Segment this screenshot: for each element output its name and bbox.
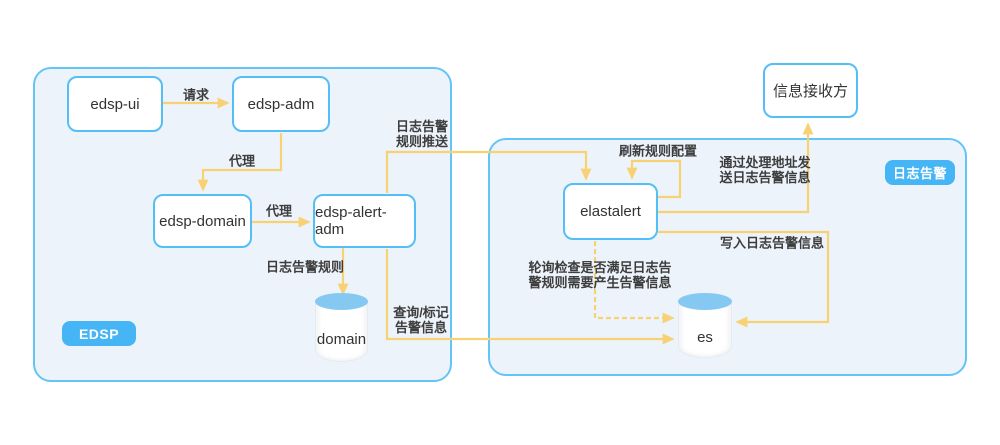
edge-send-alert-arrow xyxy=(658,122,814,214)
edge-label-write-alert: 写入日志告警信息 xyxy=(719,235,825,251)
node-es-database: es xyxy=(678,293,732,358)
edge-proxy-adm-arrow xyxy=(197,133,283,192)
domain-cylinder-top xyxy=(315,293,368,310)
node-edsp-domain: edsp-domain xyxy=(153,194,252,248)
edge-label-refresh-rules: 刷新规则配置 xyxy=(618,143,698,159)
node-edsp-alert-adm-label: edsp-alert-adm xyxy=(315,204,387,238)
node-elastalert-label: elastalert xyxy=(580,203,641,220)
edge-refresh-rules-arrow xyxy=(626,159,682,199)
edge-label-proxy-domain: 代理 xyxy=(265,203,293,219)
node-es-label: es xyxy=(697,329,713,346)
edge-write-alert-arrow xyxy=(658,230,830,328)
node-receiver: 信息接收方 xyxy=(763,63,858,118)
edge-rule-push-arrow xyxy=(385,150,592,193)
node-edsp-domain-label: edsp-domain xyxy=(159,212,246,230)
node-domain-label: domain xyxy=(316,331,367,348)
edge-label-log-alert-rule: 日志告警规则 xyxy=(265,259,345,275)
edge-poll-check-arrow xyxy=(593,241,675,324)
node-edsp-ui-label: edsp-ui xyxy=(90,95,140,113)
edge-label-poll-check: 轮询检查是否满足日志告 警规则需要产生告警信息 xyxy=(528,260,672,290)
edge-label-query-mark: 查询/标记 告警信息 xyxy=(393,305,449,335)
node-edsp-alert-adm: edsp-alert-adm xyxy=(313,194,416,248)
node-edsp-adm-label: edsp-adm xyxy=(247,95,315,113)
edge-label-request: 请求 xyxy=(182,87,210,103)
node-receiver-label: 信息接收方 xyxy=(772,83,848,100)
node-domain-database: domain xyxy=(315,293,368,362)
node-elastalert: elastalert xyxy=(563,183,658,240)
log-alert-badge: 日志告警 xyxy=(885,160,955,185)
es-cylinder-top xyxy=(678,293,732,310)
edge-query-mark-arrow xyxy=(385,249,675,345)
node-edsp-ui: edsp-ui xyxy=(67,76,163,132)
edge-label-send-alert: 通过处理地址发 送日志告警信息 xyxy=(719,155,811,185)
edge-label-proxy-adm: 代理 xyxy=(228,153,256,169)
node-edsp-adm: edsp-adm xyxy=(232,76,330,132)
edge-label-rule-push: 日志告警 规则推送 xyxy=(395,119,449,149)
edsp-badge: EDSP xyxy=(62,321,136,346)
